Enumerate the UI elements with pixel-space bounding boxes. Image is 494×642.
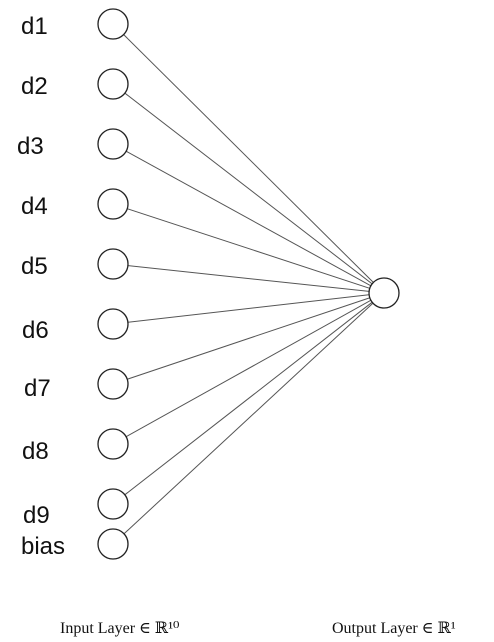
input-label-d5: d5 — [21, 253, 48, 280]
input-node-d9 — [97, 488, 129, 520]
input-node-labels: d1 d2 d3 d4 d5 d6 d7 d8 d9 bias — [17, 13, 65, 560]
edge-d5-to-output — [112, 263, 385, 294]
input-label-d7: d7 — [24, 375, 51, 402]
connections-group — [112, 23, 385, 545]
edge-d8-to-output — [112, 292, 385, 445]
input-label-d6: d6 — [22, 317, 49, 344]
input-label-bias: bias — [21, 533, 65, 560]
input-node-bias — [97, 528, 129, 560]
input-label-d8: d8 — [22, 438, 49, 465]
input-node-d8 — [97, 428, 129, 460]
edge-d6-to-output — [112, 292, 385, 325]
input-node-d3 — [97, 128, 129, 160]
input-layer-nodes — [97, 8, 129, 560]
input-label-d1: d1 — [21, 13, 48, 40]
edge-bias-to-output — [112, 292, 385, 545]
input-node-d6 — [97, 308, 129, 340]
input-label-d9: d9 — [23, 502, 50, 529]
input-label-d4: d4 — [21, 193, 48, 220]
edge-d3-to-output — [112, 143, 385, 294]
edge-d9-to-output — [112, 292, 385, 505]
output-layer-caption: Output Layer ∈ ℝ¹ — [332, 620, 456, 637]
input-label-d2: d2 — [21, 73, 48, 100]
input-node-d4 — [97, 188, 129, 220]
output-node — [368, 277, 400, 309]
edge-d7-to-output — [112, 292, 385, 385]
input-layer-caption: Input Layer ∈ ℝ¹⁰ — [60, 620, 179, 637]
input-node-d5 — [97, 248, 129, 280]
edge-d4-to-output — [112, 203, 385, 294]
output-layer-nodes — [368, 277, 400, 309]
edge-d2-to-output — [112, 83, 385, 294]
input-node-d1 — [97, 8, 129, 40]
edge-d1-to-output — [112, 23, 385, 294]
input-label-d3: d3 — [17, 133, 44, 160]
input-node-d2 — [97, 68, 129, 100]
input-node-d7 — [97, 368, 129, 400]
